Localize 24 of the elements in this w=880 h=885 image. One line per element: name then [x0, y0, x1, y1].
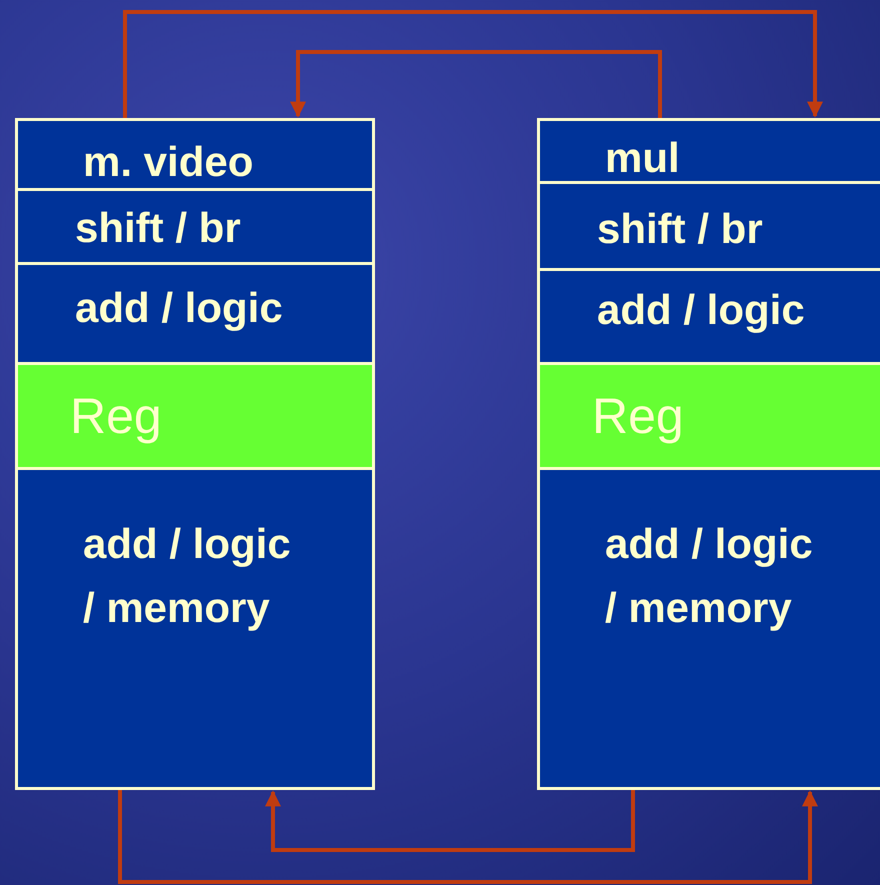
unit-label: shift / br — [75, 205, 242, 252]
arrow — [265, 790, 635, 852]
register-band — [15, 362, 375, 470]
unit-label: add / logic / memory — [605, 519, 814, 633]
register-band — [537, 362, 880, 470]
unit-label: add / logic / memory — [83, 519, 292, 633]
unit-box — [15, 188, 375, 265]
unit-label: mul — [605, 135, 681, 182]
unit-box — [15, 262, 375, 365]
unit-label: shift / br — [597, 206, 764, 252]
arrow — [118, 790, 818, 884]
unit-label: add / logic — [597, 287, 806, 334]
unit-box — [537, 467, 880, 790]
unit-label: Reg — [70, 389, 163, 444]
unit-label: Reg — [592, 389, 685, 444]
unit-label: add / logic — [75, 285, 284, 332]
unit-box — [537, 181, 880, 271]
unit-box — [537, 268, 880, 365]
arrow — [290, 50, 662, 118]
arrow — [123, 10, 823, 118]
unit-box — [537, 118, 880, 184]
unit-box — [15, 118, 375, 191]
unit-box — [15, 467, 375, 790]
unit-label: m. video — [83, 139, 254, 186]
